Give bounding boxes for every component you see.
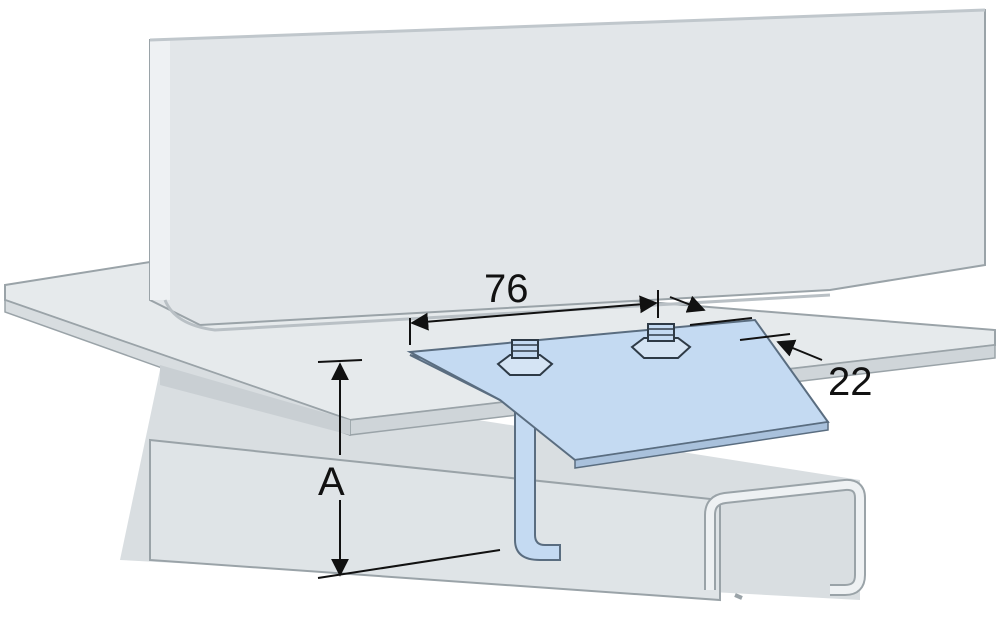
dimension-22: 22 <box>669 295 873 404</box>
strut-channel <box>120 370 866 602</box>
dimension-76-label: 76 <box>484 267 529 311</box>
dimension-76: 76 <box>409 267 659 345</box>
dimension-a-label: A <box>318 460 345 504</box>
beam-web <box>149 8 986 332</box>
dimension-a: A <box>317 359 501 579</box>
dimension-22-label: 22 <box>828 360 873 404</box>
hex-nut-icon <box>496 339 554 376</box>
